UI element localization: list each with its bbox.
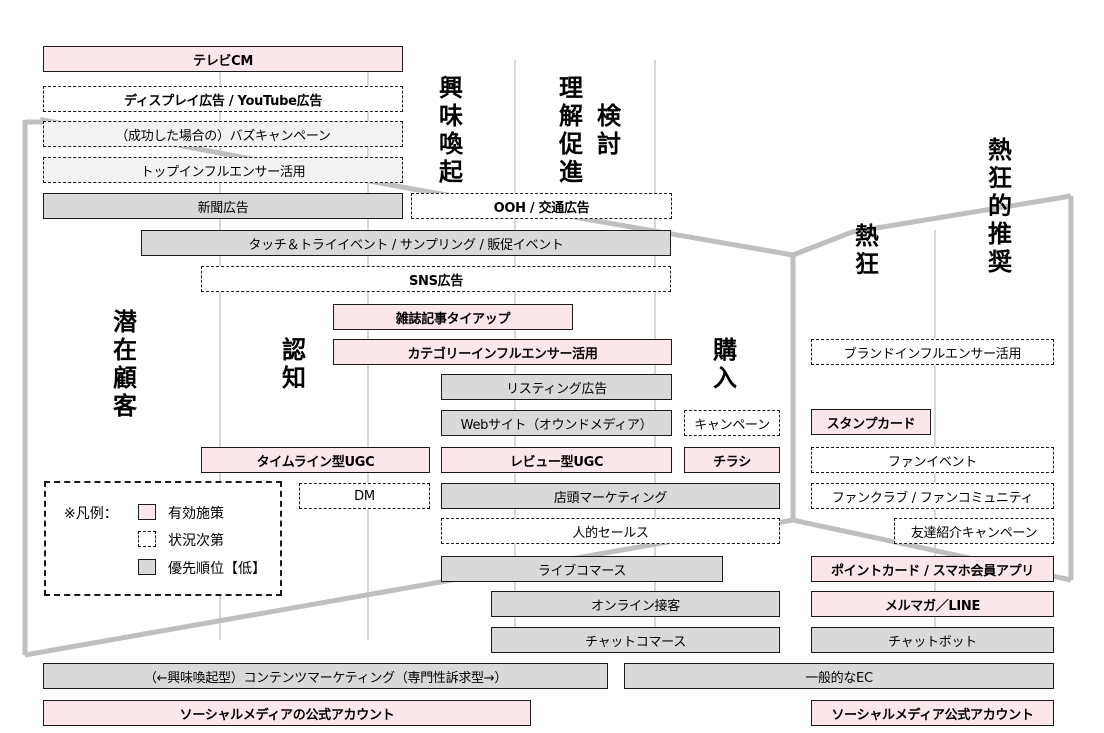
stage-label-enthusiasm: 熱狂	[855, 222, 879, 278]
measure-campaign: キャンペーン	[684, 410, 780, 436]
stage-label-consideration: 検討	[597, 102, 621, 158]
measure-touch-try: タッチ＆トライイベント / サンプリング / 販促イベント	[141, 230, 671, 256]
measure-ooh: OOH / 交通広告	[411, 193, 672, 219]
stage-label-awareness: 認知	[282, 336, 306, 392]
measure-mailmag: メルマガ／LINE	[811, 591, 1054, 617]
measure-live-commerce: ライブコマース	[441, 556, 723, 582]
measure-website: Webサイト（オウンドメディア）	[441, 410, 672, 436]
measure-newspaper: 新聞広告	[43, 193, 403, 219]
measure-general-ec: 一般的なEC	[624, 663, 1054, 689]
measure-social-official: ソーシャルメディアの公式アカウント	[43, 700, 531, 726]
measure-listing: リスティング広告	[441, 374, 672, 400]
measure-store-marketing: 店頭マーケティング	[441, 483, 780, 509]
measure-chat-commerce: チャットコマース	[491, 627, 780, 653]
measure-brand-influencer: ブランドインフルエンサー活用	[811, 339, 1054, 365]
measure-content-marketing: （←興味喚起型）コンテンツマーケティング（専門性訴求型→）	[43, 663, 608, 689]
stage-label-latent: 潜在顧客	[113, 308, 137, 420]
stage-label-understanding: 理解促進	[559, 74, 583, 186]
measure-fan-event: ファンイベント	[811, 447, 1054, 473]
stage-label-interest: 興味喚起	[439, 74, 463, 186]
stage-label-advocacy: 熱狂的推奨	[988, 136, 1012, 276]
measure-tvcm: テレビCM	[43, 46, 403, 72]
measure-personal-sales: 人的セールス	[441, 518, 780, 544]
measure-point-card: ポイントカード / スマホ会員アプリ	[811, 556, 1054, 582]
measure-sns-ads: SNS広告	[201, 266, 671, 292]
measure-timeline-ugc: タイムライン型UGC	[201, 447, 430, 473]
legend: ※凡例： 有効施策 状況次第 優先順位【低】	[44, 481, 282, 596]
measure-display-ads: ディスプレイ広告 / YouTube広告	[43, 86, 403, 112]
legend-swatch-situational	[138, 531, 156, 547]
legend-prefix: ※凡例：	[64, 506, 118, 522]
measure-top-influencer: トップインフルエンサー活用	[43, 157, 403, 183]
legend-label-low-priority: 優先順位【低】	[168, 561, 266, 577]
legend-label-effective: 有効施策	[168, 506, 224, 522]
measure-magazine: 雑誌記事タイアップ	[333, 304, 573, 330]
measure-online-service: オンライン接客	[491, 591, 780, 617]
measure-referral: 友達紹介キャンペーン	[894, 518, 1054, 544]
stage-label-purchase: 購入	[713, 336, 737, 392]
measure-social-official-2: ソーシャルメディア公式アカウント	[811, 700, 1054, 726]
measure-dm: DM	[299, 483, 430, 509]
measure-category-influencer: カテゴリーインフルエンサー活用	[333, 339, 672, 365]
measure-fan-club: ファンクラブ / ファンコミュニティ	[811, 483, 1054, 509]
measure-flyer: チラシ	[684, 447, 780, 473]
measure-chatbot: チャットボット	[811, 627, 1054, 653]
measure-review-ugc: レビュー型UGC	[441, 447, 672, 473]
legend-swatch-effective	[138, 504, 156, 520]
legend-label-situational: 状況次第	[168, 533, 224, 549]
legend-swatch-low-priority	[138, 559, 156, 575]
measure-buzz-campaign: （成功した場合の）バズキャンペーン	[43, 121, 403, 147]
measure-stamp-card: スタンプカード	[811, 409, 931, 435]
